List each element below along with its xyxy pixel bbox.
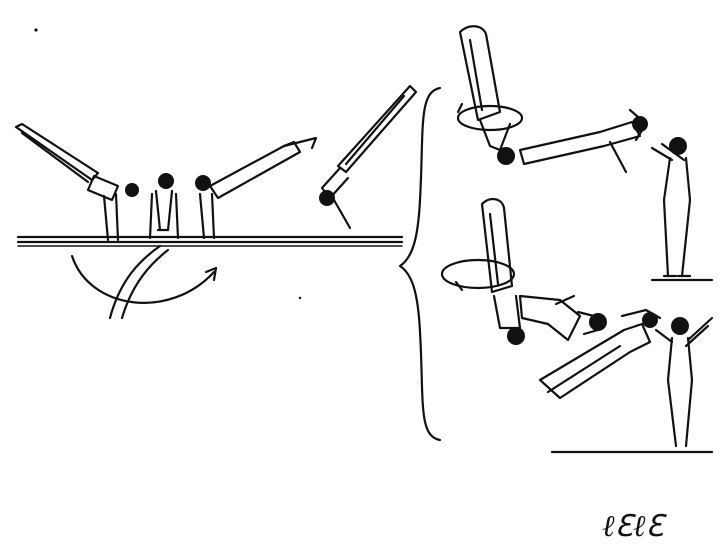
gymnast-figure-2 (150, 173, 178, 238)
coach-figure-top (652, 137, 712, 280)
gymnast-twist-top (458, 26, 522, 165)
gymnast-figure-3 (195, 138, 316, 238)
gymnast-figure-4 (319, 86, 416, 228)
gymnast-twist-bottom (442, 199, 525, 345)
swing-arc (72, 246, 216, 318)
option-brace (400, 88, 440, 440)
scan-speck (34, 28, 37, 31)
watermark-signature: ℓℇℓℇ (602, 509, 667, 544)
gymnast-flight-top (520, 110, 648, 172)
gymnast-figure-1 (16, 124, 139, 240)
coach-figure-bottom (552, 317, 712, 452)
parallel-bar (18, 237, 402, 246)
gymnast-tuck-bottom (520, 296, 607, 340)
scan-speck (299, 297, 301, 299)
